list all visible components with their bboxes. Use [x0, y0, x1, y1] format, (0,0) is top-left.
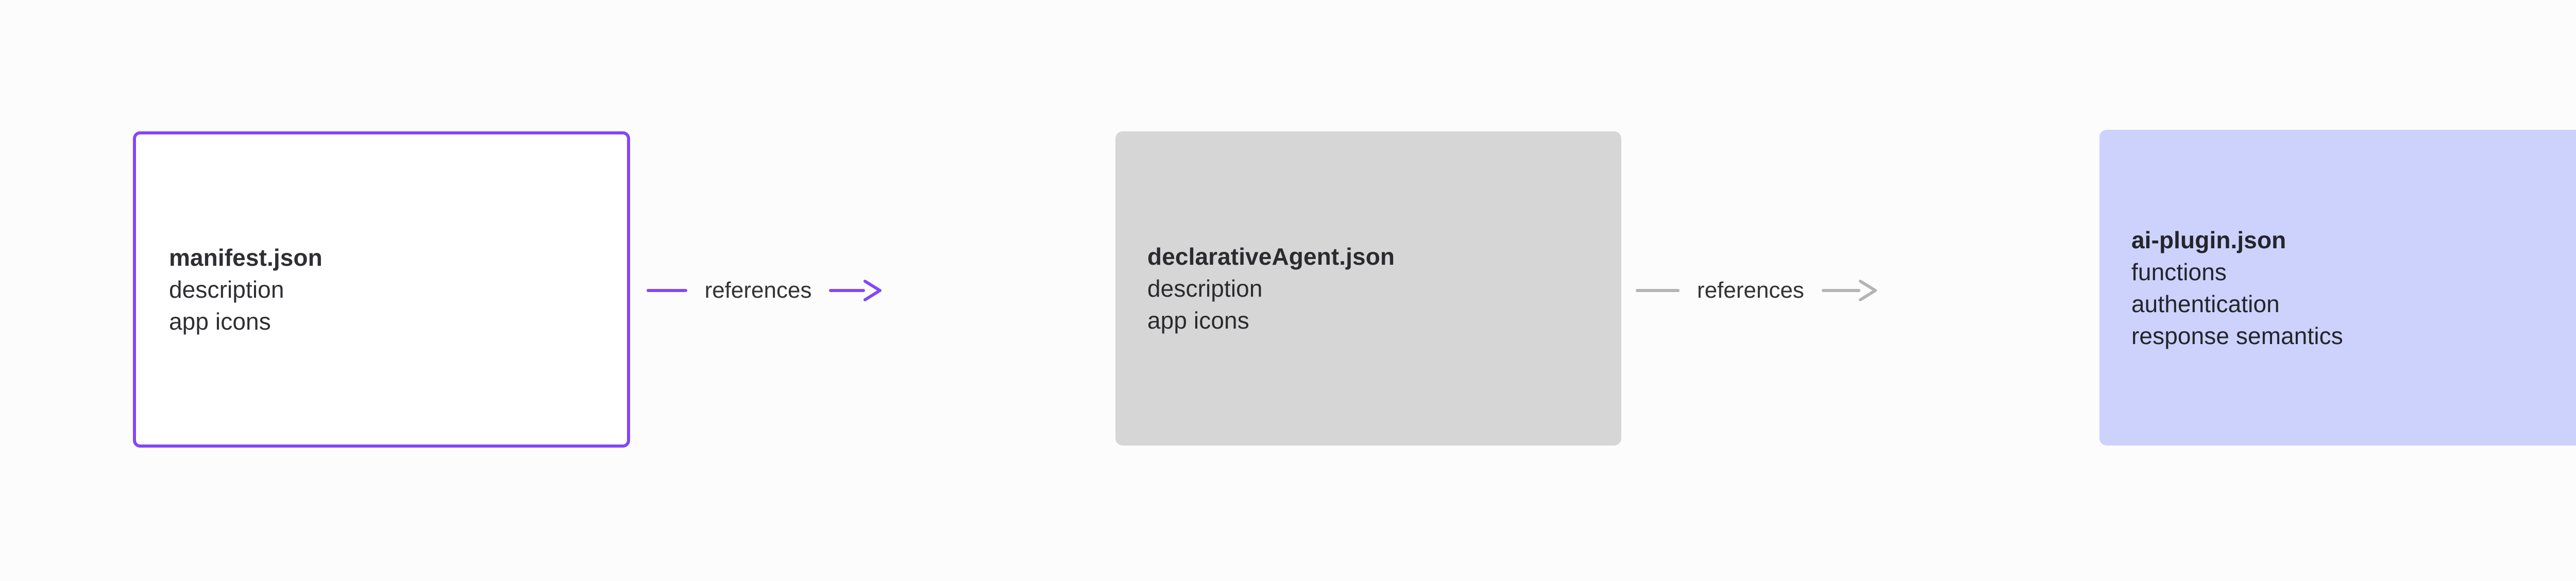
node-ai-plugin-line-response-semantics: response semantics: [2131, 322, 2343, 349]
node-ai-plugin-json[interactable]: ai-plugin.json functions authentication …: [2099, 130, 2576, 446]
node-declarative-agent-line-description: description: [1147, 275, 1263, 302]
arrow-head-icon: [1858, 279, 1879, 302]
node-ai-plugin-line-functions: functions: [2131, 258, 2227, 285]
edge-manifest-to-declarative-agent: references: [647, 245, 884, 336]
node-declarative-agent-json[interactable]: declarativeAgent.json description app ic…: [1115, 131, 1621, 446]
node-manifest-line-app-icons: app icons: [169, 308, 271, 335]
edge-2-label: references: [1697, 278, 1804, 303]
node-manifest-json[interactable]: manifest.json description app icons: [133, 131, 630, 448]
node-declarative-agent-line-app-icons: app icons: [1147, 307, 1249, 334]
arrow-head-icon: [863, 279, 884, 302]
node-declarative-agent-title: declarativeAgent.json: [1147, 243, 1395, 270]
edge-2-line-right: [1821, 289, 1860, 292]
node-manifest-title: manifest.json: [169, 244, 323, 271]
edge-2-line-left: [1636, 289, 1680, 292]
edge-declarative-agent-to-ai-plugin: references: [1636, 245, 1879, 336]
node-ai-plugin-line-authentication: authentication: [2131, 290, 2280, 317]
node-manifest-line-description: description: [169, 276, 284, 303]
edge-1-line-left: [647, 289, 687, 292]
edge-1-label: references: [704, 278, 812, 303]
edge-1-line-right: [829, 289, 865, 292]
node-ai-plugin-title: ai-plugin.json: [2131, 226, 2286, 253]
